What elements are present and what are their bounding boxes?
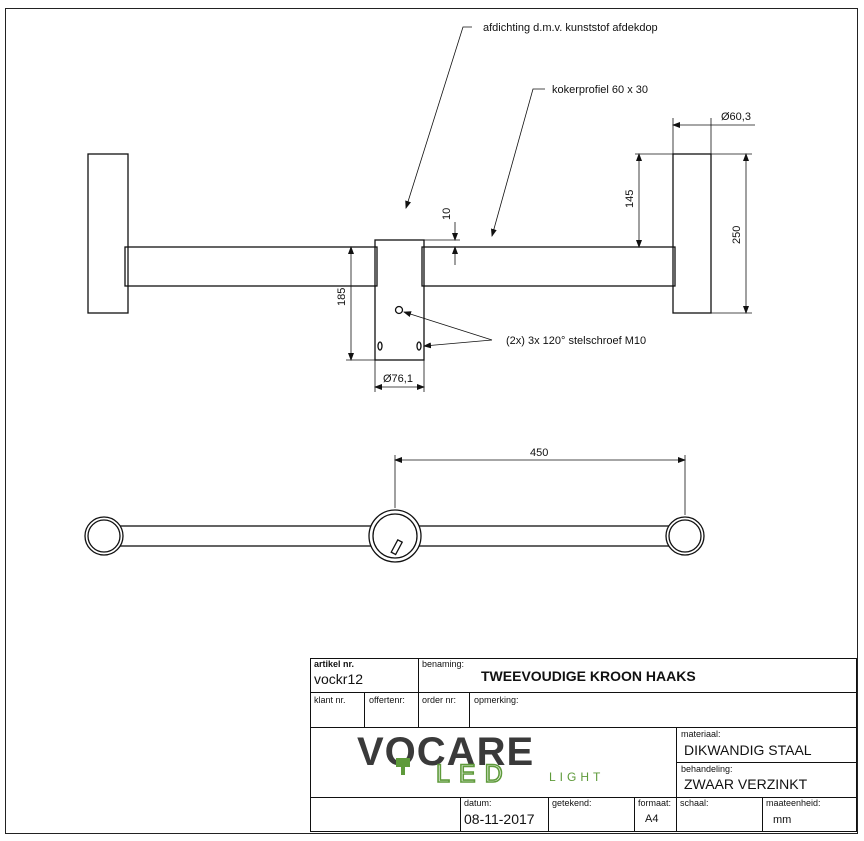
- maateenheid-label: maateenheid:: [766, 798, 821, 808]
- cap-annotation: afdichting d.m.v. kunststof afdekdop: [483, 22, 658, 34]
- top-center-screw: [390, 538, 404, 556]
- screws-annotation: (2x) 3x 120° stelschroef M10: [506, 335, 646, 347]
- leaders: [403, 26, 545, 349]
- leader-profile: [490, 88, 545, 237]
- behandeling-value: ZWAAR VERZINKT: [684, 776, 808, 792]
- getekend-label: getekend:: [552, 798, 592, 808]
- title-block-lines: [310, 658, 857, 832]
- top-left-arm: [103, 525, 377, 547]
- artikel-value: vockr12: [314, 671, 363, 687]
- leader-screws-2: [423, 339, 493, 349]
- artikel-label: artikel nr.: [314, 659, 354, 669]
- leader-screws-1: [403, 311, 493, 341]
- drawing-frame: [5, 8, 858, 834]
- dim-250-text: 250: [731, 226, 743, 244]
- top-left-post-inner: [87, 519, 121, 553]
- dim-sleeve-text: Ø76,1: [383, 373, 413, 385]
- logo-light: LIGHT: [549, 770, 604, 784]
- opmerking-label: opmerking:: [474, 695, 519, 705]
- order-label: order nr:: [422, 695, 456, 705]
- offerte-label: offertenr:: [369, 695, 405, 705]
- screw-hole-right: [416, 341, 422, 351]
- top-view: [84, 509, 705, 563]
- datum-value: 08-11-2017: [464, 811, 535, 827]
- dim-185-text: 185: [336, 288, 348, 306]
- leader-cap: [405, 26, 472, 209]
- front-view: [87, 153, 712, 361]
- behandeling-label: behandeling:: [681, 764, 733, 774]
- profile-annotation: kokerprofiel 60 x 30: [552, 84, 648, 96]
- center-sleeve: [374, 239, 425, 361]
- top-right-arm: [415, 525, 687, 547]
- left-arm-profile: [124, 246, 378, 287]
- top-right-post-inner: [668, 519, 702, 553]
- screw-hole-left: [377, 341, 383, 351]
- dim-145-text: 145: [624, 190, 636, 208]
- logo-green-stem: [401, 758, 405, 775]
- vocare-logo: VOCARE LED LIGHT: [357, 730, 604, 789]
- logo-led: LED: [436, 760, 512, 788]
- right-end-post: [672, 153, 712, 314]
- benaming-value: TWEEVOUDIGE KROON HAAKS: [481, 668, 696, 684]
- dim-end-diameter-text: Ø60,3: [721, 111, 751, 123]
- top-center-sleeve-inner: [372, 513, 418, 559]
- formaat-label: formaat:: [638, 798, 671, 808]
- logo-word: VOCARE: [357, 730, 534, 774]
- dim-10-text: 10: [441, 208, 453, 220]
- maateenheid-value: mm: [773, 814, 791, 826]
- top-dimensions: [394, 455, 686, 515]
- schaal-label: schaal:: [680, 798, 709, 808]
- datum-label: datum:: [464, 798, 492, 808]
- front-dimensions: [346, 118, 755, 392]
- formaat-value: A4: [645, 813, 658, 825]
- right-arm-profile: [421, 246, 676, 287]
- title-block-frame: [310, 658, 857, 832]
- benaming-label: benaming:: [422, 659, 464, 669]
- left-end-post: [87, 153, 129, 314]
- materiaal-label: materiaal:: [681, 729, 721, 739]
- materiaal-value: DIKWANDIG STAAL: [684, 742, 812, 758]
- screw-hole-center: [394, 305, 404, 315]
- klant-label: klant nr.: [314, 695, 346, 705]
- dim-450-text: 450: [530, 447, 548, 459]
